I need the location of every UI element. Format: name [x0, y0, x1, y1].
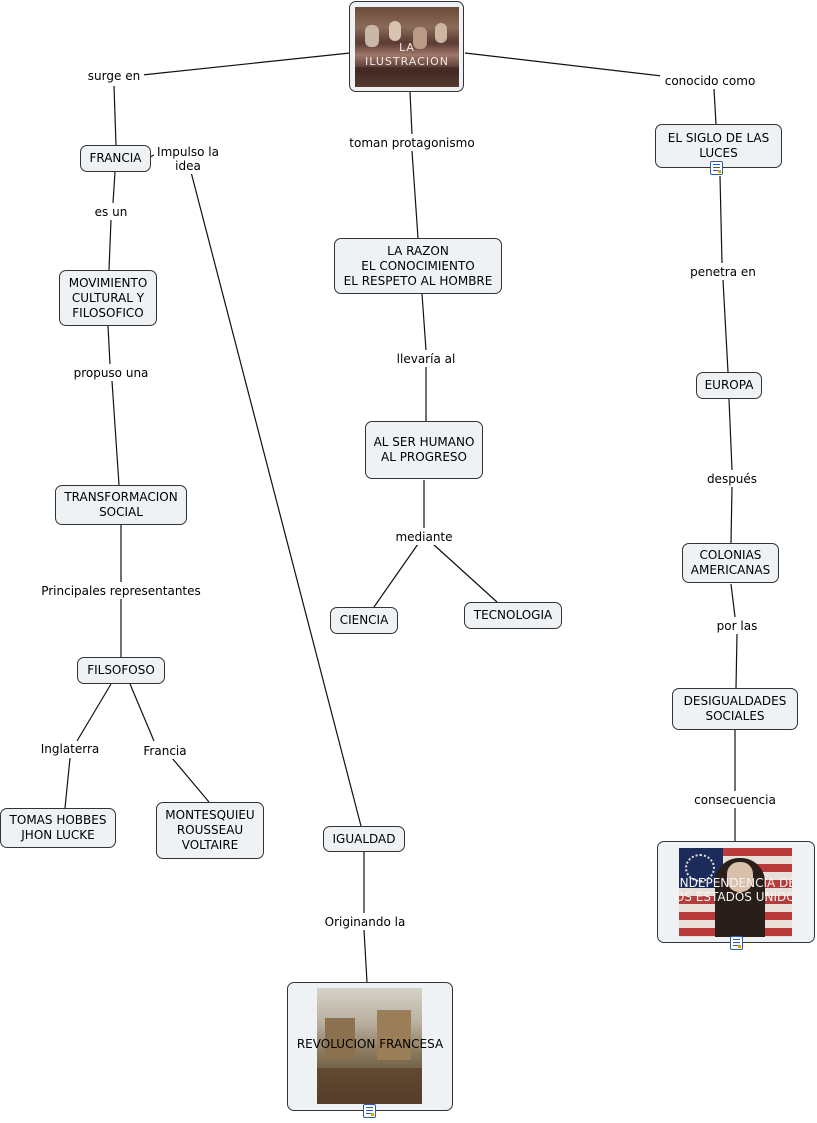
- document-icon[interactable]: [730, 936, 743, 950]
- node-europa[interactable]: EUROPA: [696, 372, 762, 399]
- connector: [728, 398, 733, 471]
- independencia-painting: [679, 848, 792, 937]
- label-inglaterra[interactable]: Inglaterra: [36, 741, 104, 757]
- connector: [719, 175, 723, 264]
- connector: [730, 583, 736, 618]
- connector: [141, 52, 351, 76]
- revolucion-painting: [317, 988, 422, 1104]
- connector: [64, 757, 71, 809]
- connector: [735, 633, 738, 689]
- independencia-title: INDEPENDENCIA DE LOS ESTADOS UNIDOS: [668, 876, 804, 904]
- connector: [107, 325, 111, 365]
- connector: [111, 380, 120, 486]
- document-icon[interactable]: [363, 1104, 376, 1118]
- connector: [713, 88, 717, 125]
- label-consecuencia[interactable]: consecuencia: [690, 792, 780, 808]
- document-icon[interactable]: [710, 161, 723, 175]
- connector: [722, 279, 729, 373]
- connector: [113, 85, 117, 146]
- node-ser-humano[interactable]: AL SER HUMANO AL PROGRESO: [365, 421, 483, 479]
- node-tecnologia[interactable]: TECNOLOGIA: [464, 602, 562, 629]
- connector: [432, 543, 498, 603]
- connector: [411, 150, 419, 239]
- label-francia[interactable]: Francia: [138, 743, 192, 759]
- label-despues[interactable]: después: [702, 471, 762, 487]
- label-surge-en[interactable]: surge en: [84, 68, 144, 84]
- label-llevaria[interactable]: llevaría al: [392, 351, 460, 367]
- connector: [112, 171, 116, 204]
- label-penetra[interactable]: penetra en: [684, 264, 762, 280]
- label-es-un[interactable]: es un: [89, 204, 133, 220]
- connector: [421, 293, 427, 351]
- node-la-razon[interactable]: LA RAZON EL CONOCIMIENTO EL RESPETO AL H…: [334, 238, 502, 294]
- node-movimiento[interactable]: MOVIMIENTO CULTURAL Y FILOSOFICO: [59, 270, 157, 326]
- main-image-title: LA ILUSTRACION: [365, 41, 449, 68]
- connector: [363, 929, 368, 983]
- node-desigualdades[interactable]: DESIGUALDADES SOCIALES: [672, 688, 798, 730]
- label-impulso[interactable]: Impulso la idea: [154, 144, 222, 174]
- revolucion-title: REVOLUCION FRANCESA: [296, 1037, 444, 1051]
- connector: [129, 683, 155, 742]
- node-igualdad[interactable]: IGUALDAD: [323, 826, 405, 852]
- connector: [730, 486, 733, 544]
- label-conocido[interactable]: conocido como: [660, 73, 760, 89]
- connector: [190, 171, 362, 827]
- connector: [171, 757, 210, 803]
- label-principales[interactable]: Principales representantes: [35, 583, 207, 599]
- label-toman[interactable]: toman protagonismo: [345, 135, 479, 151]
- node-revolucion-francesa[interactable]: REVOLUCION FRANCESA: [287, 982, 453, 1118]
- connector: [464, 52, 663, 77]
- label-propuso-una[interactable]: propuso una: [68, 365, 154, 381]
- node-independencia[interactable]: INDEPENDENCIA DE LOS ESTADOS UNIDOS: [657, 841, 815, 950]
- node-montesquieu[interactable]: MONTESQUIEU ROUSSEAU VOLTAIRE: [156, 802, 264, 859]
- node-francia[interactable]: FRANCIA: [80, 145, 151, 172]
- connector: [409, 91, 413, 135]
- node-colonias[interactable]: COLONIAS AMERICANAS: [682, 543, 779, 583]
- node-filsofoso[interactable]: FILSOFOSO: [77, 657, 165, 684]
- label-mediante[interactable]: mediante: [392, 529, 456, 545]
- node-transformacion[interactable]: TRANSFORMACION SOCIAL: [55, 485, 187, 525]
- node-ciencia[interactable]: CIENCIA: [330, 607, 398, 634]
- connector: [76, 683, 112, 742]
- label-originando[interactable]: Originando la: [320, 914, 410, 930]
- connector: [373, 543, 419, 608]
- ilustracion-painting: LA ILUSTRACION: [355, 7, 459, 87]
- label-por-las[interactable]: por las: [710, 618, 764, 634]
- connector: [108, 219, 112, 271]
- node-tomas-hobbes[interactable]: TOMAS HOBBES JHON LUCKE: [0, 808, 116, 848]
- node-siglo-luces[interactable]: EL SIGLO DE LAS LUCES: [655, 124, 782, 168]
- main-image-node[interactable]: LA ILUSTRACION: [349, 1, 464, 92]
